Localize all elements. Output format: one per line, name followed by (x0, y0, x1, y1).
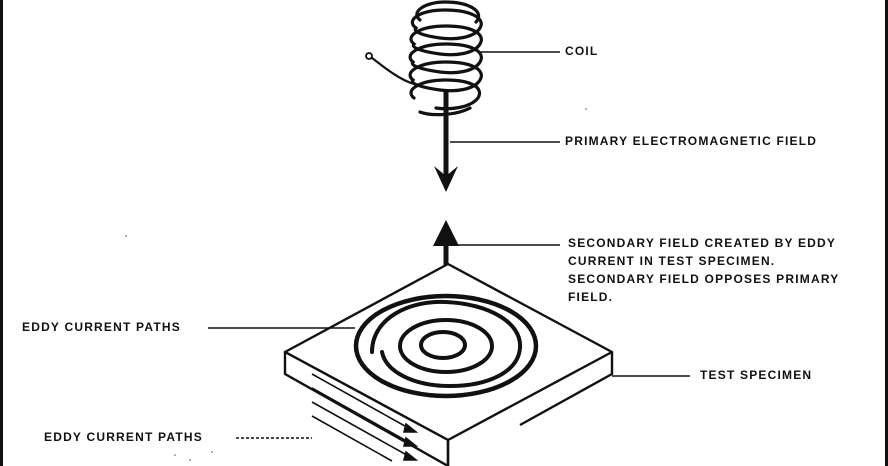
test-specimen-block (283, 262, 614, 466)
eddy-current-paths-top-label: EDDY CURRENT PATHS (22, 320, 181, 334)
test-specimen-label: TEST SPECIMEN (700, 368, 813, 382)
eddy-current-rings (353, 293, 539, 399)
coil-label: COIL (565, 44, 599, 58)
secondary-field-label-line-1: SECONDARY FIELD CREATED BY EDDY (568, 236, 837, 250)
scan-specks (125, 108, 653, 461)
coil-drawing (365, 0, 483, 117)
secondary-field-label-line-2: CURRENT IN TEST SPECIMEN. (568, 254, 776, 268)
side-eddy-paths (311, 373, 419, 462)
leader-lines (208, 51, 690, 439)
primary-field-arrow (434, 92, 458, 192)
secondary-field-label-line-3: SECONDARY FIELD OPPOSES PRIMARY (568, 272, 840, 286)
secondary-field-label-line-4: FIELD. (568, 290, 614, 304)
primary-field-label: PRIMARY ELECTROMAGNETIC FIELD (565, 134, 818, 148)
eddy-current-paths-side-label: EDDY CURRENT PATHS (44, 430, 203, 444)
frame-right-border (885, 0, 888, 466)
frame-left-border (0, 0, 3, 466)
